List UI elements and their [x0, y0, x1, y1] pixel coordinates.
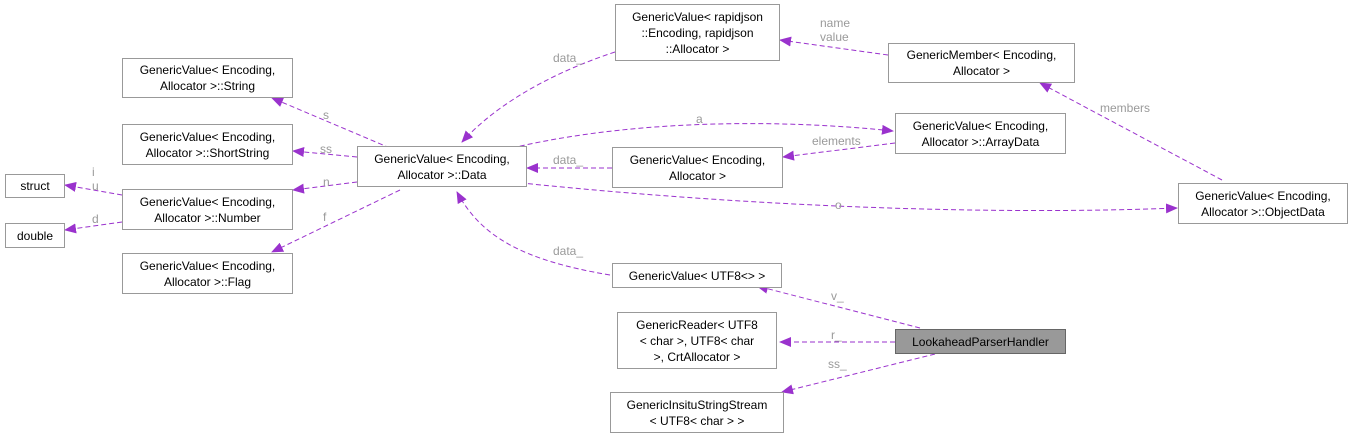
node-genericinsitustringstream[interactable]: GenericInsituStringStream < UTF8< char >…: [610, 392, 784, 433]
node-genericvalue-data[interactable]: GenericValue< Encoding, Allocator >::Dat…: [357, 146, 527, 187]
edge-label-a: a: [696, 112, 703, 126]
edge-label-ss: ss: [320, 142, 332, 156]
edge-data-rapid: [461, 51, 616, 143]
edge-label-s: s: [323, 108, 329, 122]
edge-label-data-rapid: data_: [553, 51, 584, 65]
edge-label-members: members: [1100, 101, 1151, 115]
edge-label-f: f: [323, 210, 327, 224]
edge-label-n: n: [323, 175, 330, 189]
edge-ss: [292, 147, 358, 158]
edge-label-i-u: i u: [92, 165, 99, 193]
node-genericvalue-objectdata[interactable]: GenericValue< Encoding, Allocator >::Obj…: [1178, 183, 1348, 224]
edge-label-ss-: ss_: [828, 357, 847, 371]
node-genericvalue-rapidjson[interactable]: GenericValue< rapidjson ::Encoding, rapi…: [615, 4, 780, 61]
node-genericvalue-number[interactable]: GenericValue< Encoding, Allocator >::Num…: [122, 189, 293, 230]
edge-v: [756, 283, 921, 329]
edge-label-data-utf8: data_: [553, 244, 584, 258]
edge-label-name-value: name value: [820, 16, 851, 44]
node-genericmember[interactable]: GenericMember< Encoding, Allocator >: [888, 43, 1075, 83]
edge-members: [1039, 82, 1223, 181]
edge-o: [511, 181, 1178, 214]
edge-label-d: d: [92, 212, 99, 226]
edge-label-r: r_: [831, 328, 842, 342]
edge-label-v: v_: [831, 289, 844, 303]
edge-d: [64, 221, 123, 234]
node-genericvalue-flag[interactable]: GenericValue< Encoding, Allocator >::Fla…: [122, 253, 293, 294]
node-lookaheadparserhandler[interactable]: LookaheadParserHandler: [895, 329, 1066, 354]
edge-label-elements: elements: [812, 134, 861, 148]
edge-label-data-value: data_: [553, 153, 584, 167]
edge-data-utf8: [456, 191, 611, 276]
node-genericvalue-utf8[interactable]: GenericValue< UTF8<> >: [612, 263, 782, 288]
edge-a: [511, 123, 894, 149]
edge-s: [271, 97, 391, 149]
edge-name-value: [779, 36, 889, 56]
edge-label-o: o: [835, 198, 842, 212]
node-genericvalue-encoding-allocator[interactable]: GenericValue< Encoding, Allocator >: [612, 147, 783, 188]
node-genericvalue-string[interactable]: GenericValue< Encoding, Allocator >::Str…: [122, 58, 293, 98]
edge-i-u: [64, 181, 123, 196]
edge-n: [292, 181, 358, 194]
node-double[interactable]: double: [5, 223, 65, 248]
node-genericvalue-shortstring[interactable]: GenericValue< Encoding, Allocator >::Sho…: [122, 124, 293, 165]
node-struct[interactable]: struct: [5, 174, 65, 198]
node-genericvalue-arraydata[interactable]: GenericValue< Encoding, Allocator >::Arr…: [895, 113, 1066, 154]
edge-elements: [782, 142, 896, 161]
node-genericreader[interactable]: GenericReader< UTF8 < char >, UTF8< char…: [617, 312, 777, 369]
edge-ss-: [781, 353, 936, 395]
